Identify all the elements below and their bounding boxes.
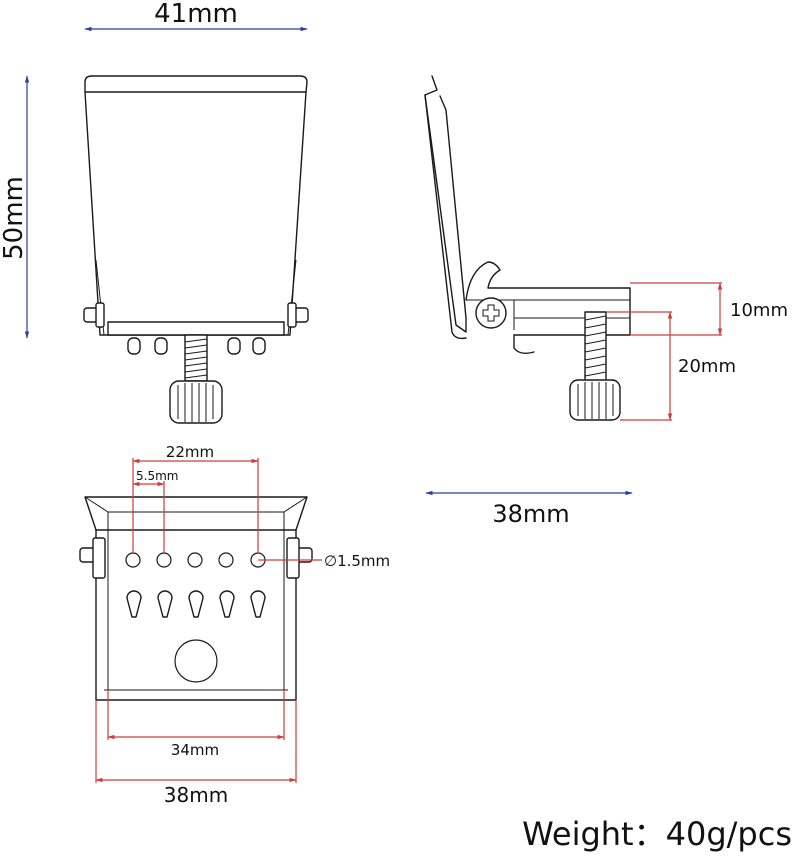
dim-side-depth: 38mm [492,500,569,528]
string-holes [125,552,266,568]
dim-inner-width: 34mm [171,741,219,759]
front-string-hooks [127,337,266,355]
side-adjust-screw [569,311,621,421]
front-side-pin-left [83,302,105,328]
bottom-side-pin-left [79,537,106,579]
side-phillips-screw-icon [475,297,507,329]
dim-hole-pitch: 5.5mm [136,469,178,483]
dim-outer-width: 38mm [164,783,228,807]
dim-side-bracket: 10mm [730,300,788,321]
front-side-pin-right [287,302,309,328]
center-screw-hole [174,639,218,683]
dim-hole-span: 22mm [166,443,214,461]
dim-top-width: 41mm [154,0,238,29]
keyhole-slots [126,590,266,618]
weight-label: Weight：40g/pcs [522,815,792,853]
dim-hole-diameter: ∅1.5mm [324,552,390,570]
dim-height: 50mm [0,176,29,260]
front-view [83,75,309,424]
bottom-view [79,496,313,701]
side-view [424,75,631,421]
bottom-side-pin-right [286,537,313,579]
front-adjust-screw [169,334,223,424]
dim-screw-length: 20mm [678,356,736,377]
